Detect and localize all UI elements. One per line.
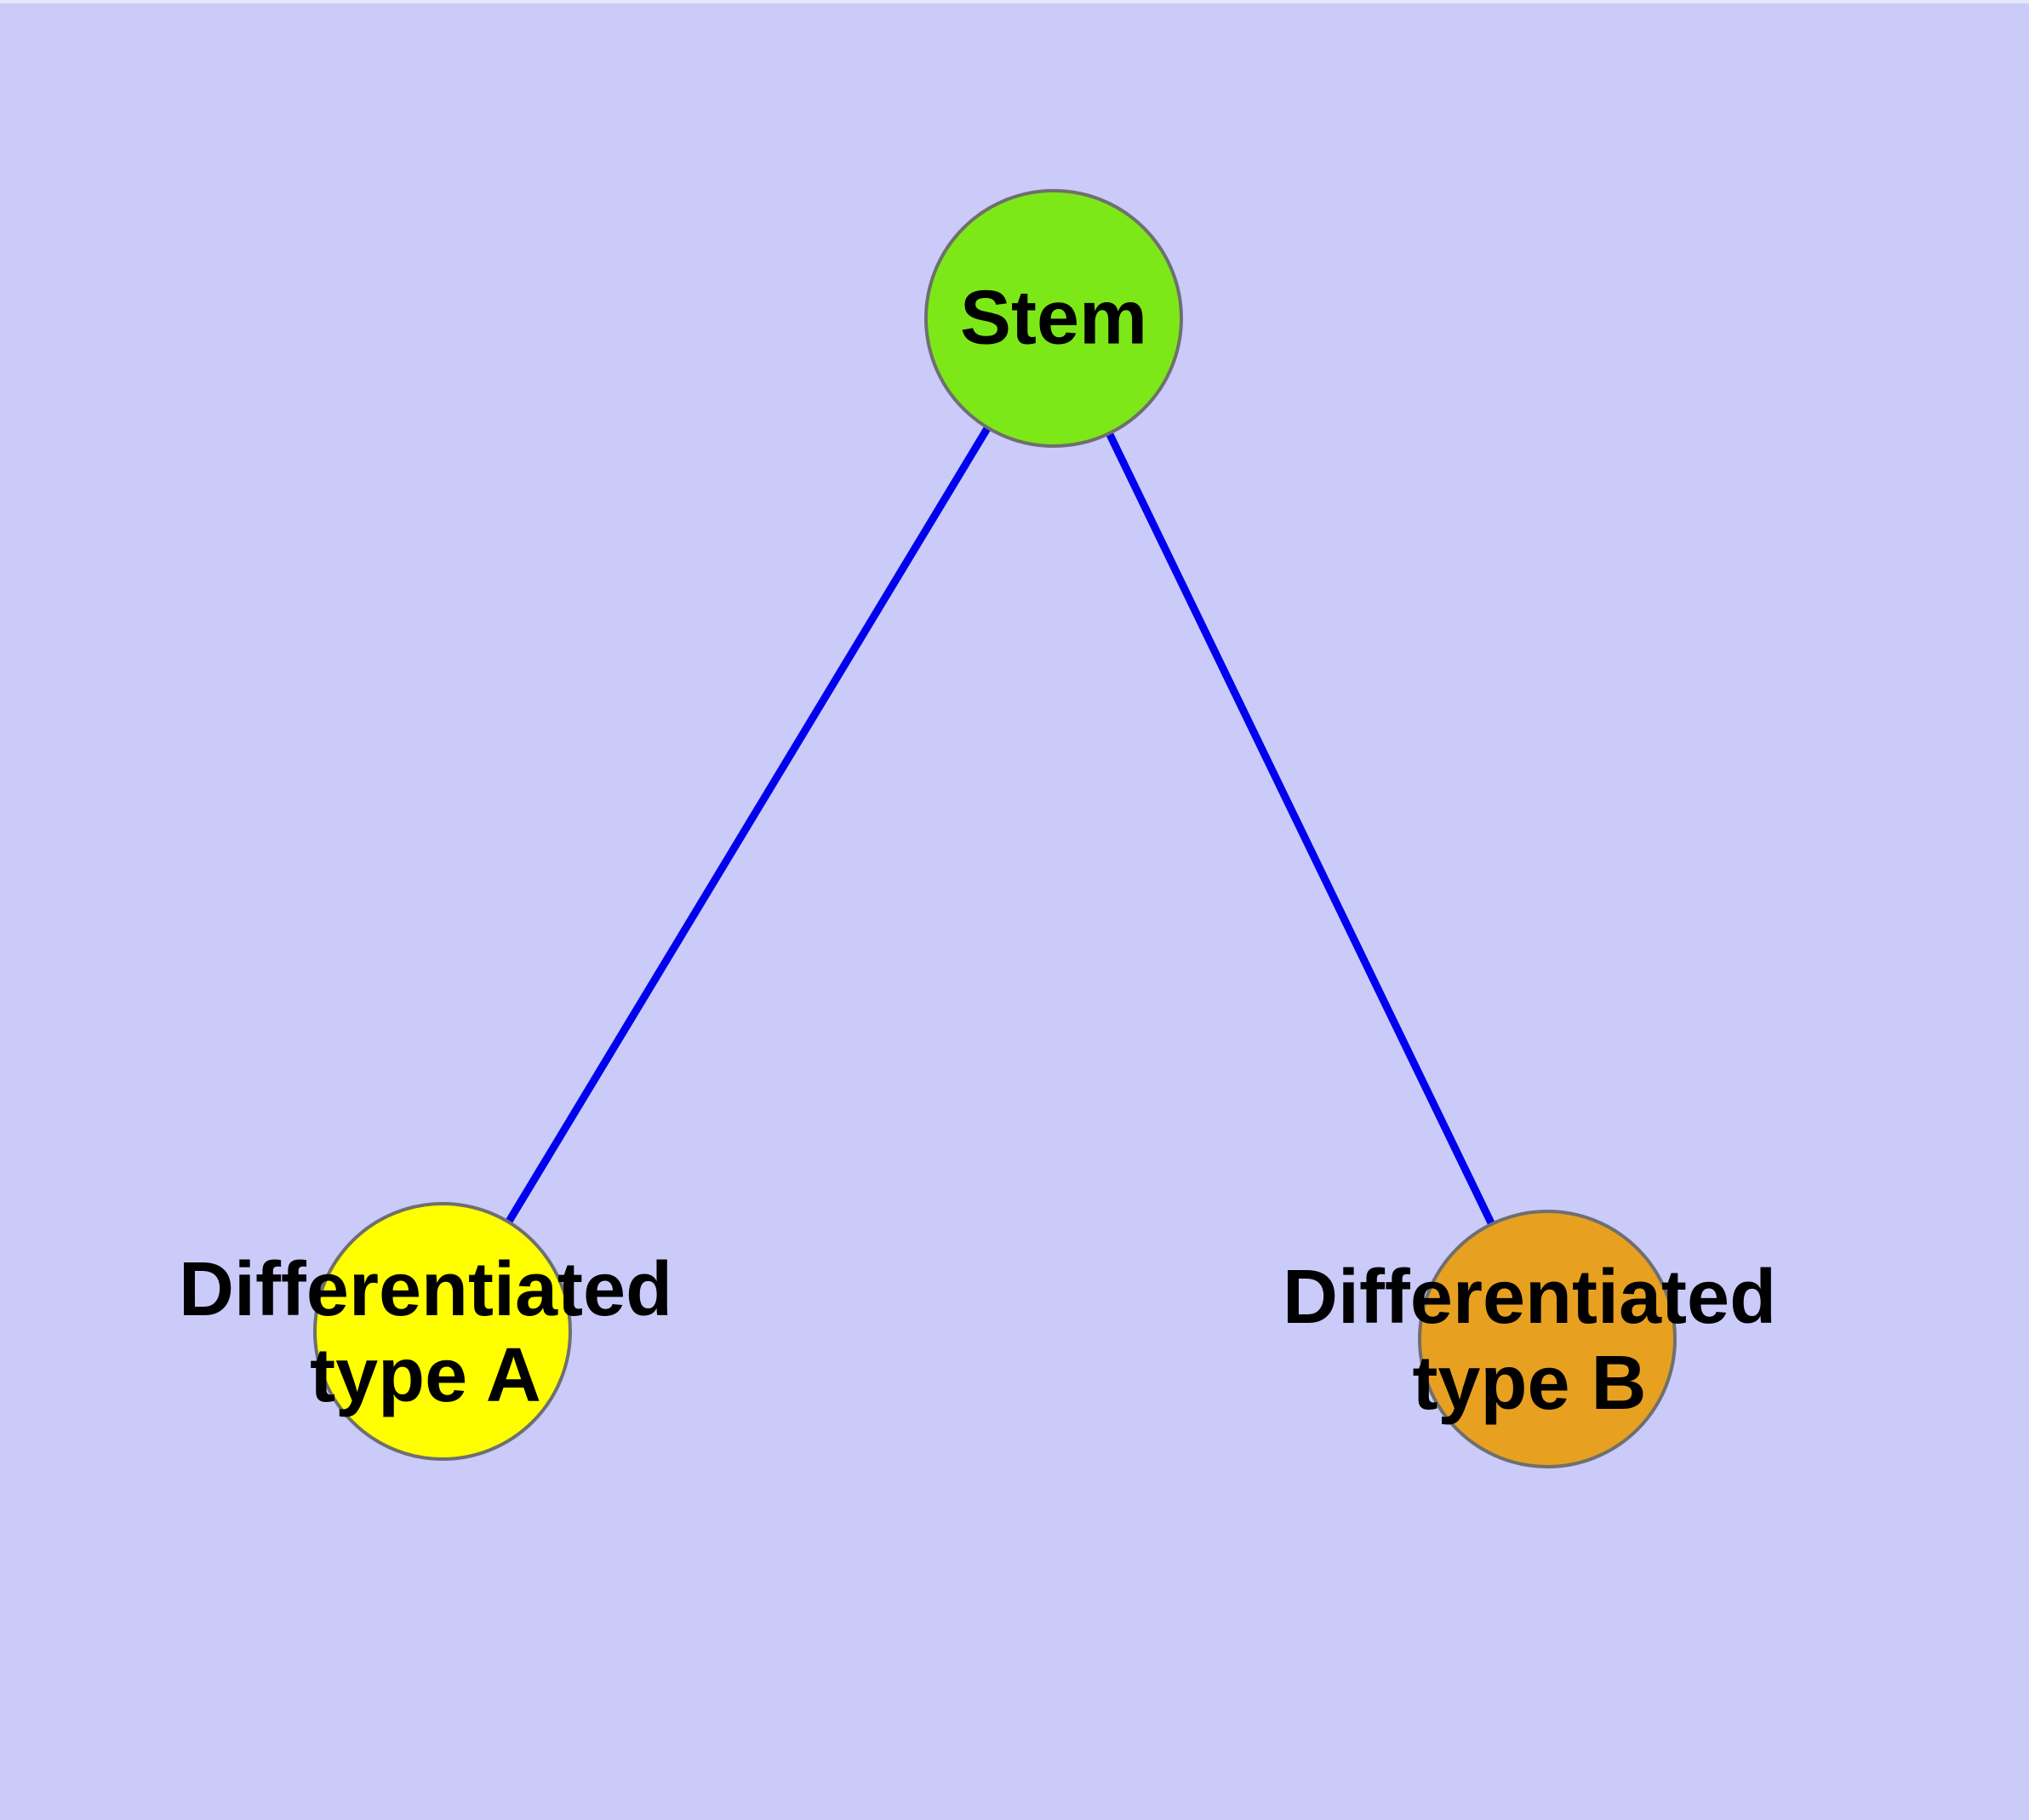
image-top-border bbox=[0, 0, 2029, 3]
edge-stem-to-differentiated-type-b bbox=[1049, 317, 1552, 1341]
node-stem bbox=[924, 189, 1183, 448]
node-differentiated-type-b bbox=[1418, 1210, 1677, 1468]
node-differentiated-type-a bbox=[313, 1202, 572, 1461]
edge-stem-to-differentiated-type-a bbox=[439, 316, 1057, 1334]
